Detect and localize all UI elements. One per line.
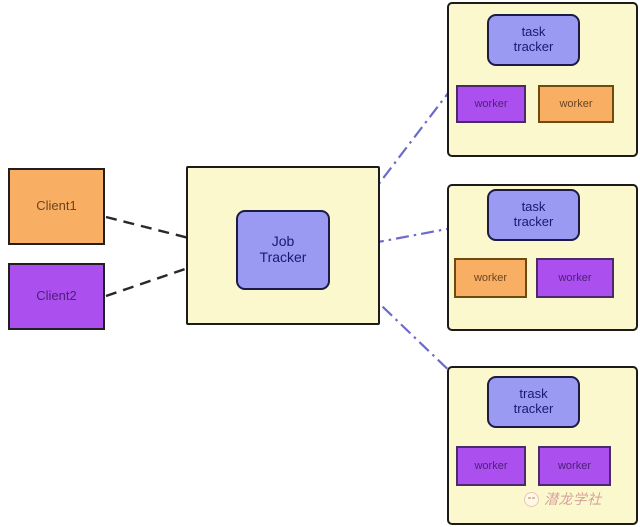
worker-label: worker (474, 459, 508, 472)
job-tracker-node[interactable]: Job Tracker (236, 210, 330, 290)
watermark: 潜龙学社 (524, 489, 602, 509)
worker-label: worker (473, 271, 507, 284)
task-tracker-label: task tracker (514, 200, 554, 229)
task-tracker-label-line2: tracker (513, 401, 554, 416)
task-tracker-node-2[interactable]: task tracker (487, 189, 580, 241)
task-tracker-label-line1: trask (519, 386, 548, 402)
client-label: Client1 (36, 198, 77, 214)
job-tracker-label-line1: Job (271, 233, 295, 250)
worker-box[interactable]: worker (456, 85, 526, 123)
wechat-circle-icon (524, 491, 539, 507)
worker-label: worker (557, 459, 591, 472)
worker-box[interactable]: worker (538, 446, 611, 486)
task-tracker-label-line2: tracker (513, 39, 554, 54)
task-tracker-label-line1: task (521, 24, 546, 40)
worker-box[interactable]: worker (454, 258, 527, 298)
task-tracker-node-1[interactable]: task tracker (487, 14, 580, 66)
worker-box[interactable]: worker (536, 258, 614, 298)
task-tracker-node-3[interactable]: trask tracker (487, 376, 580, 428)
client-box-client2[interactable]: Client2 (8, 263, 105, 330)
worker-label: worker (474, 97, 508, 110)
task-tracker-label: trask tracker (514, 387, 554, 416)
job-tracker-label-line2: Tracker (259, 249, 307, 265)
client-label: Client2 (36, 288, 77, 304)
job-tracker-label: Job Tracker (260, 234, 307, 265)
worker-box[interactable]: worker (456, 446, 526, 486)
worker-label: worker (559, 97, 593, 110)
worker-box[interactable]: worker (538, 85, 614, 123)
client-box-client1[interactable]: Client1 (8, 168, 105, 245)
watermark-text: 潜龙学社 (544, 492, 602, 508)
worker-label: worker (558, 271, 592, 284)
task-tracker-label-line1: task (521, 199, 546, 215)
task-tracker-label: task tracker (514, 25, 554, 54)
task-tracker-label-line2: tracker (513, 214, 554, 229)
